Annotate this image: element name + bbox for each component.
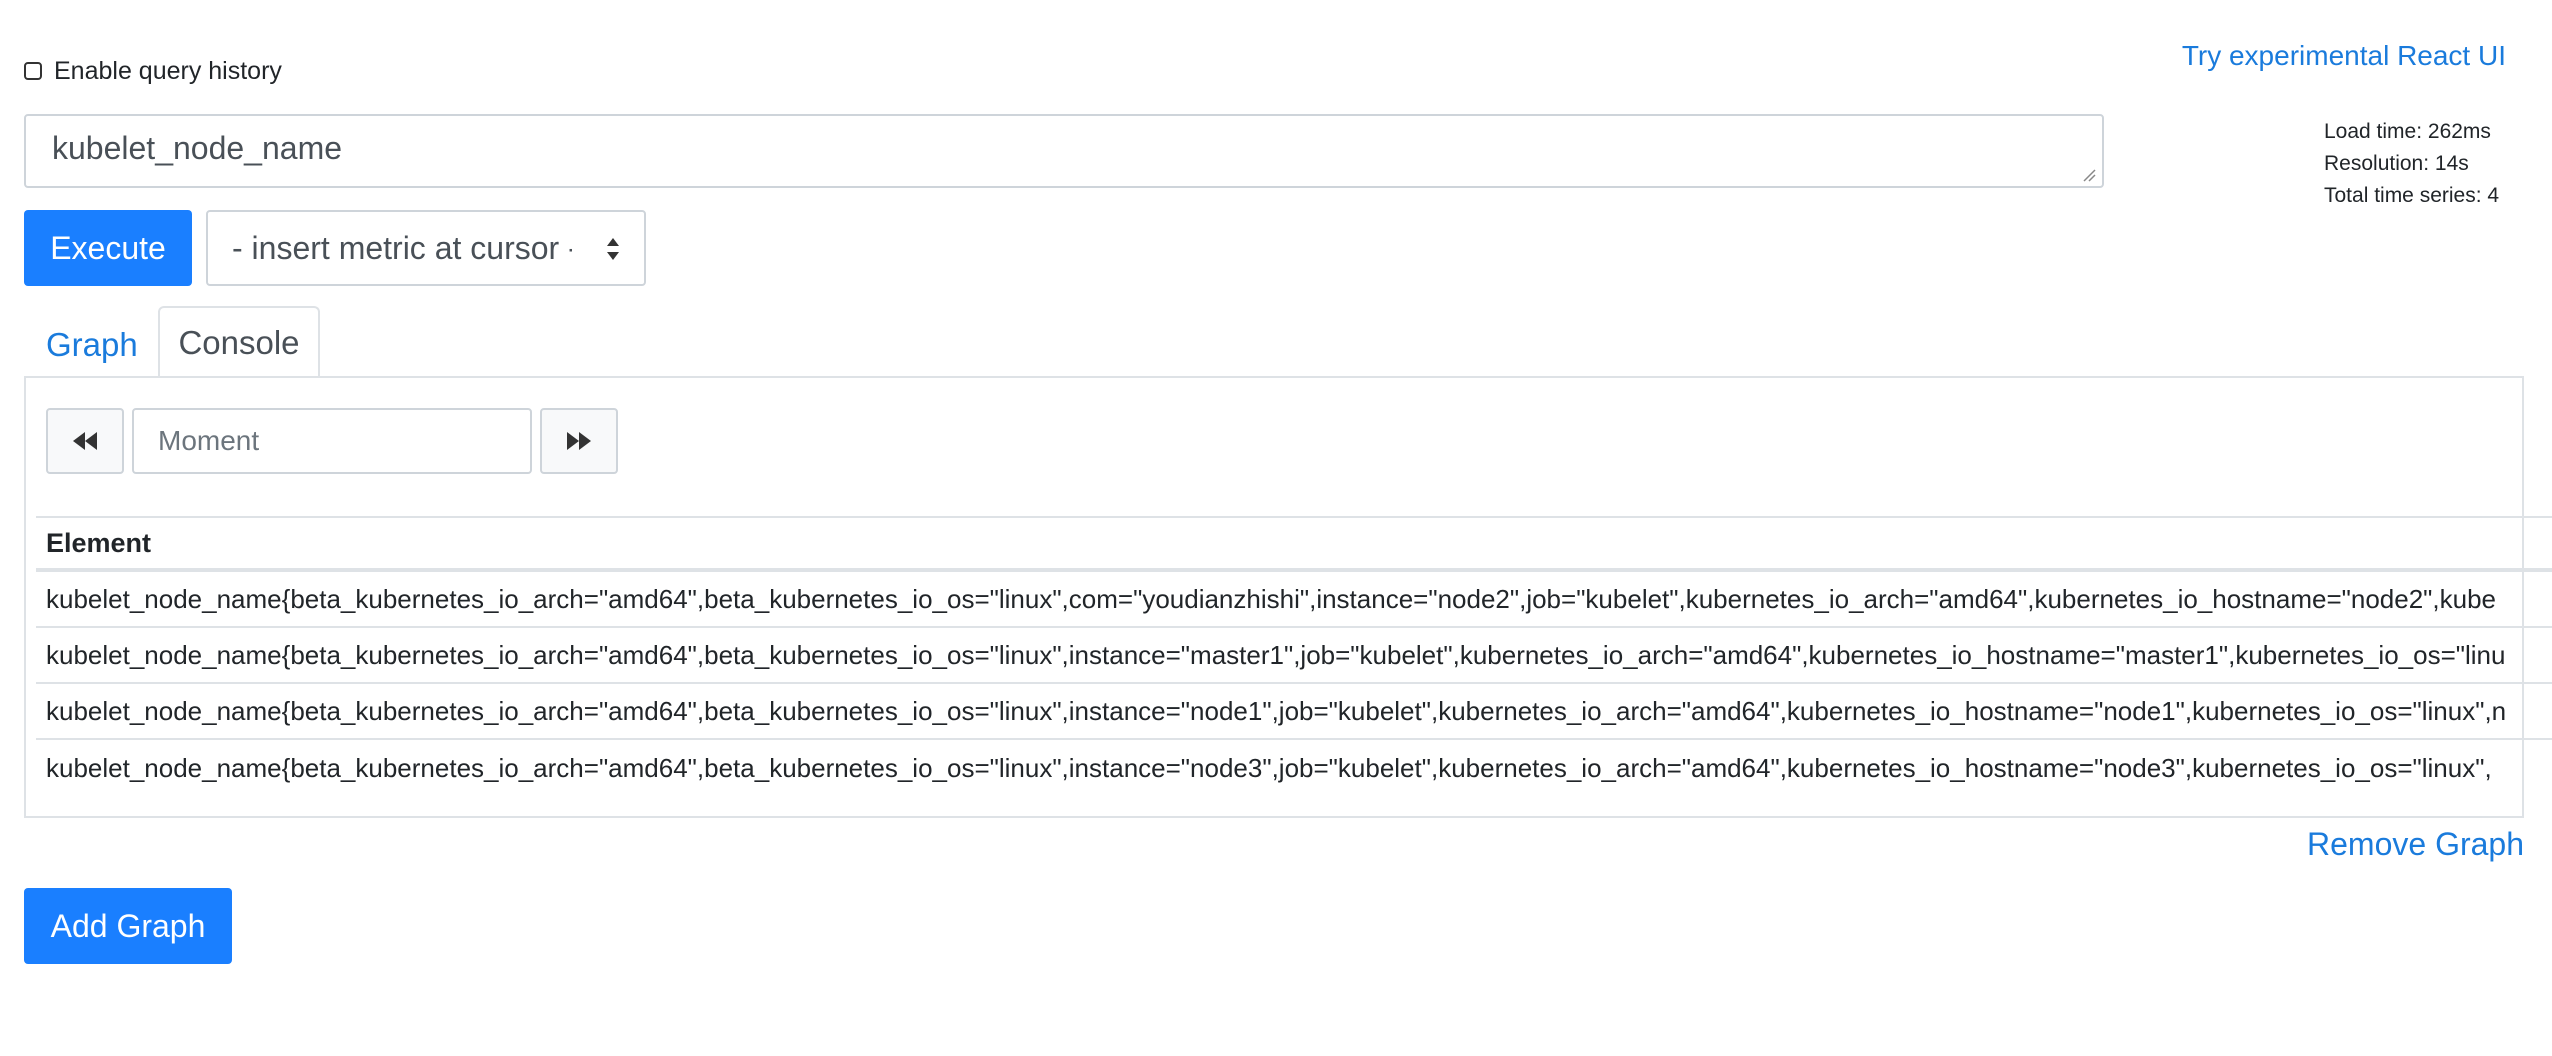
tab-graph[interactable]: Graph xyxy=(46,326,138,363)
tab-console[interactable]: Console xyxy=(158,306,320,378)
tab-console-label: Console xyxy=(178,324,300,361)
table-row: kubelet_node_name{beta_kubernetes_io_arc… xyxy=(36,684,2552,740)
resize-grip-icon[interactable] xyxy=(2082,168,2096,182)
execute-button[interactable]: Execute xyxy=(24,210,192,286)
moment-input[interactable]: Moment xyxy=(132,408,532,474)
add-graph-button[interactable]: Add Graph xyxy=(24,888,232,964)
moment-forward-button[interactable] xyxy=(540,408,618,474)
sort-arrows-icon xyxy=(607,238,619,260)
moment-back-button[interactable] xyxy=(46,408,124,474)
fast-forward-icon xyxy=(567,432,591,450)
query-history-label: Enable query history xyxy=(54,56,282,85)
expression-value: kubelet_node_name xyxy=(52,130,343,166)
results-table: Element kubelet_node_name{beta_kubernete… xyxy=(36,516,2552,796)
insert-metric-select-value: - insert metric at cursor - xyxy=(232,229,572,266)
table-row: kubelet_node_name{beta_kubernetes_io_arc… xyxy=(46,752,2492,783)
resolution: Resolution: 14s xyxy=(2324,152,2469,175)
table-row: kubelet_node_name{beta_kubernetes_io_arc… xyxy=(36,628,2552,684)
load-time: Load time: 262ms xyxy=(2324,120,2491,143)
query-history-checkbox[interactable] xyxy=(24,62,42,80)
remove-graph-link[interactable]: Remove Graph xyxy=(2307,826,2524,862)
table-row: kubelet_node_name{beta_kubernetes_io_arc… xyxy=(36,572,2552,628)
table-header-element: Element xyxy=(36,516,2552,572)
insert-metric-select[interactable]: - insert metric at cursor - xyxy=(206,210,646,286)
total-time-series: Total time series: 4 xyxy=(2324,184,2500,207)
moment-placeholder: Moment xyxy=(158,425,260,456)
expression-input[interactable]: kubelet_node_name xyxy=(24,114,2104,188)
fast-backward-icon xyxy=(73,432,97,450)
react-ui-link[interactable]: Try experimental React UI xyxy=(2181,40,2506,71)
query-stats: Load time: 262ms Resolution: 14s Total t… xyxy=(2324,116,2499,212)
query-history-toggle[interactable]: Enable query history xyxy=(24,56,282,86)
